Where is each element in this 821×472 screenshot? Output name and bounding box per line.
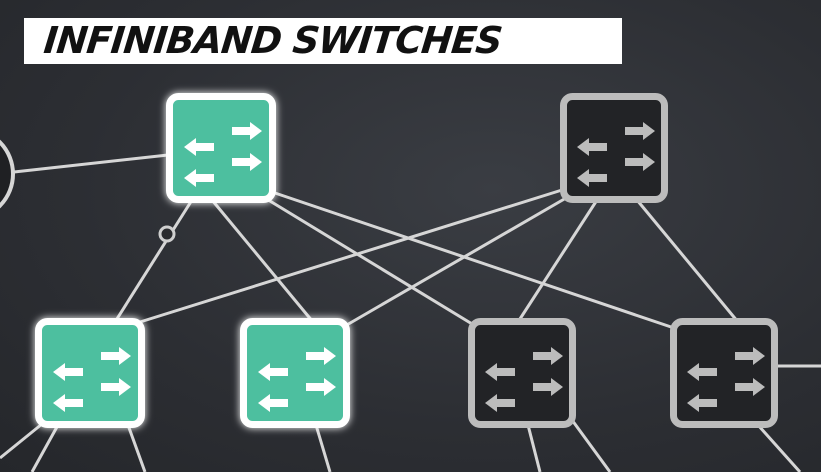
switch-leaf-4[interactable] bbox=[670, 318, 778, 428]
link bbox=[344, 196, 567, 328]
link bbox=[635, 199, 740, 323]
link bbox=[13, 153, 169, 174]
link bbox=[756, 424, 802, 472]
host-node[interactable] bbox=[0, 129, 15, 219]
link-node-icon bbox=[158, 225, 176, 243]
link bbox=[113, 199, 194, 323]
page-title: INFINIBAND SWITCHES bbox=[41, 19, 504, 62]
switch-leaf-1[interactable] bbox=[35, 318, 145, 428]
link bbox=[314, 424, 332, 472]
links bbox=[0, 153, 821, 472]
switch-leaf-3[interactable] bbox=[468, 318, 576, 428]
link bbox=[516, 199, 599, 323]
link bbox=[0, 422, 43, 460]
link bbox=[30, 424, 60, 472]
switch-leaf-2[interactable] bbox=[240, 318, 350, 428]
link bbox=[210, 199, 315, 323]
link bbox=[264, 196, 483, 332]
link bbox=[126, 424, 147, 472]
link bbox=[139, 188, 563, 324]
switch-spine-1[interactable] bbox=[166, 93, 276, 203]
switch-spine-2[interactable] bbox=[560, 93, 668, 203]
link bbox=[526, 424, 542, 472]
title-banner: INFINIBAND SWITCHES bbox=[24, 18, 622, 64]
link bbox=[570, 419, 612, 472]
link bbox=[271, 190, 681, 332]
